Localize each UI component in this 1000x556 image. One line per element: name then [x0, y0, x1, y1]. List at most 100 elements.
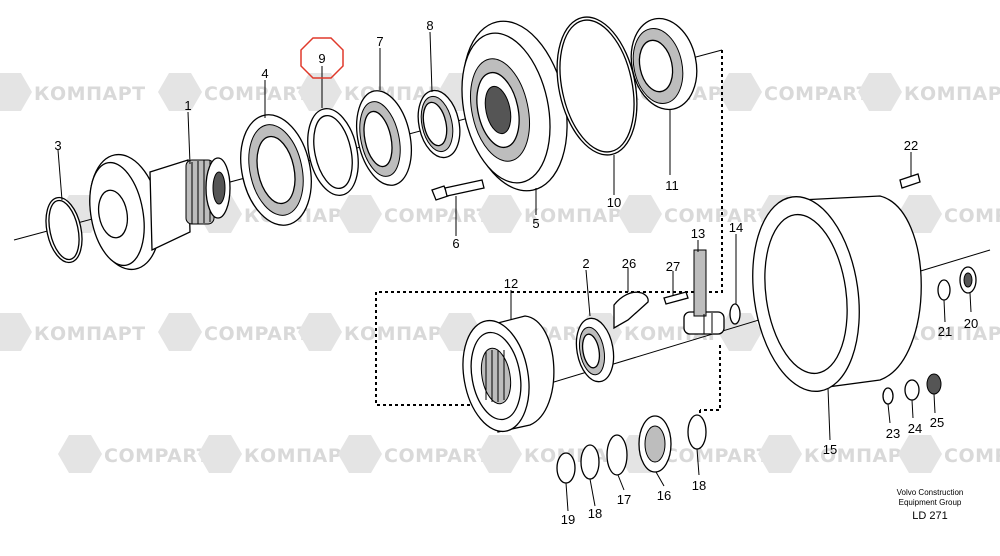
part-18-ring-b: [687, 414, 707, 450]
part-20-plug: [959, 266, 977, 294]
part-16-gear: [638, 415, 672, 473]
callout-21: 21: [938, 324, 952, 339]
callout-15: 15: [823, 442, 837, 457]
part-17-washer: [606, 434, 628, 476]
part-6-bolt: [431, 179, 485, 201]
part-19-ring: [556, 452, 576, 484]
watermark-text: COMPART: [384, 445, 490, 467]
part-8-race: [417, 89, 461, 159]
callout-26: 26: [622, 256, 636, 271]
part-26-lock-plate: [613, 291, 649, 330]
watermark-text: КОМПАРТ: [34, 83, 146, 105]
callout-27: 27: [666, 259, 680, 274]
callout-4: 4: [261, 66, 268, 81]
part-4-seal: [240, 114, 312, 226]
part-10-o-ring-inner: [559, 19, 635, 153]
watermark-logo: [158, 313, 202, 351]
watermark-text: COMPART: [944, 205, 1000, 227]
callout-14: 14: [729, 220, 743, 235]
callout-19: 19: [561, 512, 575, 527]
watermark-text: КОМПАРТ: [904, 83, 1000, 105]
callout-7: 7: [376, 34, 383, 49]
part-23-washer: [882, 387, 894, 405]
watermark-text: КОМПАРТ: [34, 323, 146, 345]
part-18-ring-a: [580, 444, 600, 480]
callout-11: 11: [665, 178, 679, 193]
part-24-washer: [904, 379, 920, 401]
watermark-logo: [338, 195, 382, 233]
part-1-hub: [89, 153, 231, 271]
callout-17: 17: [617, 492, 631, 507]
watermark-logo: [718, 73, 762, 111]
watermark-logo: [618, 195, 662, 233]
part-13-shaft: [683, 249, 725, 335]
part-22-bolt: [899, 173, 921, 189]
part-5-flange: [461, 20, 568, 192]
watermark-text: COMPART: [664, 205, 770, 227]
watermark-text: COMPART: [664, 445, 770, 467]
watermark-logo: [898, 435, 942, 473]
callout-25: 25: [930, 415, 944, 430]
watermark-logo: [338, 435, 382, 473]
watermark-logo: [298, 313, 342, 351]
watermark-logo: [58, 435, 102, 473]
watermark-text: КОМПАРТ: [244, 445, 356, 467]
part-14-washer: [729, 303, 741, 325]
callout-16: 16: [657, 488, 671, 503]
watermark-logo: [198, 435, 242, 473]
part-15-housing: [752, 195, 922, 392]
watermark-logo: [478, 435, 522, 473]
part-7-bearing: [356, 90, 412, 186]
watermark-logo: [0, 313, 32, 351]
part-2-nut: [575, 317, 615, 383]
footer-line-2: Equipment Group: [899, 498, 962, 507]
watermark-logo: [478, 195, 522, 233]
highlight-octagon: [300, 37, 344, 79]
watermark-text: COMPART: [944, 445, 1000, 467]
callout-22: 22: [904, 138, 918, 153]
watermark-text: COMPART: [204, 323, 310, 345]
watermark-text: КОМПАРТ: [344, 323, 456, 345]
watermark-logo: [758, 435, 802, 473]
callout-8: 8: [426, 18, 433, 33]
footer-code: LD 271: [912, 510, 947, 522]
part-21-o-ring: [937, 279, 951, 301]
callout-3: 3: [54, 138, 61, 153]
watermark-logo: [0, 73, 32, 111]
part-12-carrier: [462, 315, 555, 433]
callout-1: 1: [184, 98, 191, 113]
dashed-link-lower: [700, 345, 721, 411]
callout-10: 10: [607, 195, 621, 210]
watermark-logo: [158, 73, 202, 111]
callout-18b: 18: [692, 478, 706, 493]
watermark-text: COMPART: [764, 83, 870, 105]
dashed-link-top: [375, 50, 723, 406]
part-11-bearing: [630, 17, 698, 111]
watermark-logo: [298, 73, 342, 111]
callout-20: 20: [964, 316, 978, 331]
callout-9: 9: [318, 51, 325, 66]
callout-5: 5: [532, 216, 539, 231]
watermark-text: COMPART: [384, 205, 490, 227]
watermark-text: COMPART: [104, 445, 210, 467]
part-25-nut: [926, 373, 942, 395]
watermark-logo: [858, 73, 902, 111]
part-3-o-ring-inner: [48, 199, 80, 261]
leader-lines: [57, 31, 972, 512]
callout-2: 2: [582, 256, 589, 271]
callout-6: 6: [452, 236, 459, 251]
callout-18a: 18: [588, 506, 602, 521]
callout-13: 13: [691, 226, 705, 241]
watermark-text: COMPART: [204, 83, 310, 105]
callout-12: 12: [504, 276, 518, 291]
callout-24: 24: [908, 421, 922, 436]
watermark-text: КОМПАРТ: [804, 445, 916, 467]
callout-23: 23: [886, 426, 900, 441]
part-27-screw: [663, 291, 689, 305]
callout-labels: 1 2 3 4 5 6 7 8 9 10 11 12 13 14 15 16 1…: [54, 18, 978, 527]
watermark-text: КОМПАРТ: [524, 205, 636, 227]
part-9-ring: [307, 108, 359, 196]
footer-line-1: Volvo Construction: [897, 488, 964, 497]
watermark-text: КОМПАРТ: [904, 323, 1000, 345]
